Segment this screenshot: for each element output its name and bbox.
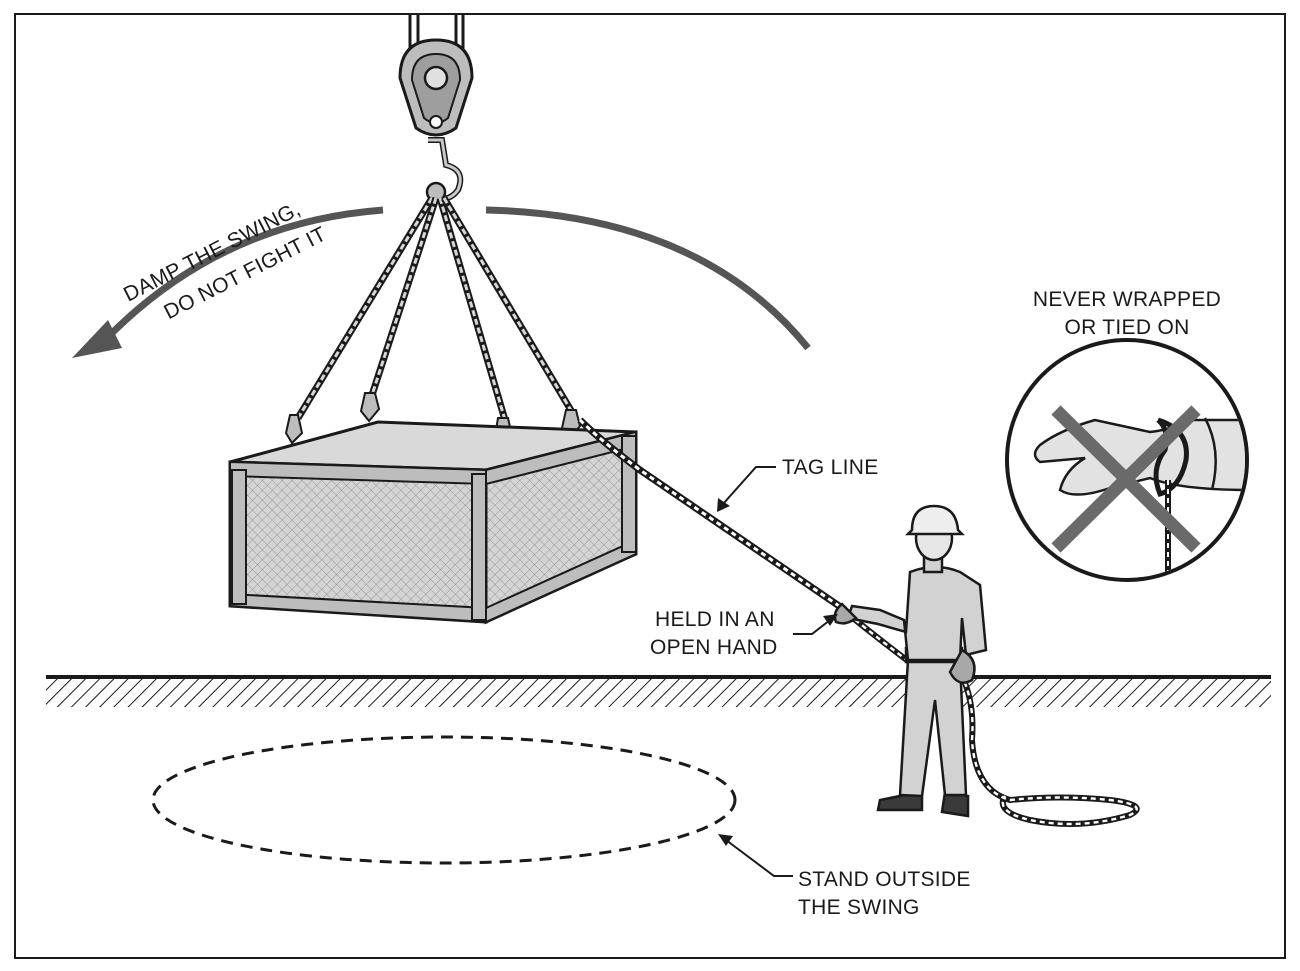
swing-zone-ellipse [151, 735, 737, 865]
stand-outside-label-line1: STAND OUTSIDE [798, 868, 971, 891]
stand-outside-label-line2: THE SWING [798, 896, 920, 919]
prohibition-inset [1005, 338, 1249, 582]
held-open-hand-label-line2: OPEN HAND [650, 636, 778, 659]
chain-slings [284, 196, 582, 448]
tag-line-label: TAG LINE [782, 456, 879, 479]
ground [46, 675, 1271, 707]
x-mark-icon [1051, 405, 1201, 553]
curved-arrow-icon [72, 206, 811, 358]
leader-lines [717, 466, 838, 877]
crane-block [398, 14, 474, 203]
never-wrapped-label-line1: NEVER WRAPPED [1033, 288, 1221, 311]
suspended-crate [228, 420, 638, 625]
held-open-hand-label-line1: HELD IN AN [655, 608, 775, 631]
worker-figure [833, 504, 988, 818]
never-wrapped-label-line2: OR TIED ON [1064, 316, 1189, 339]
